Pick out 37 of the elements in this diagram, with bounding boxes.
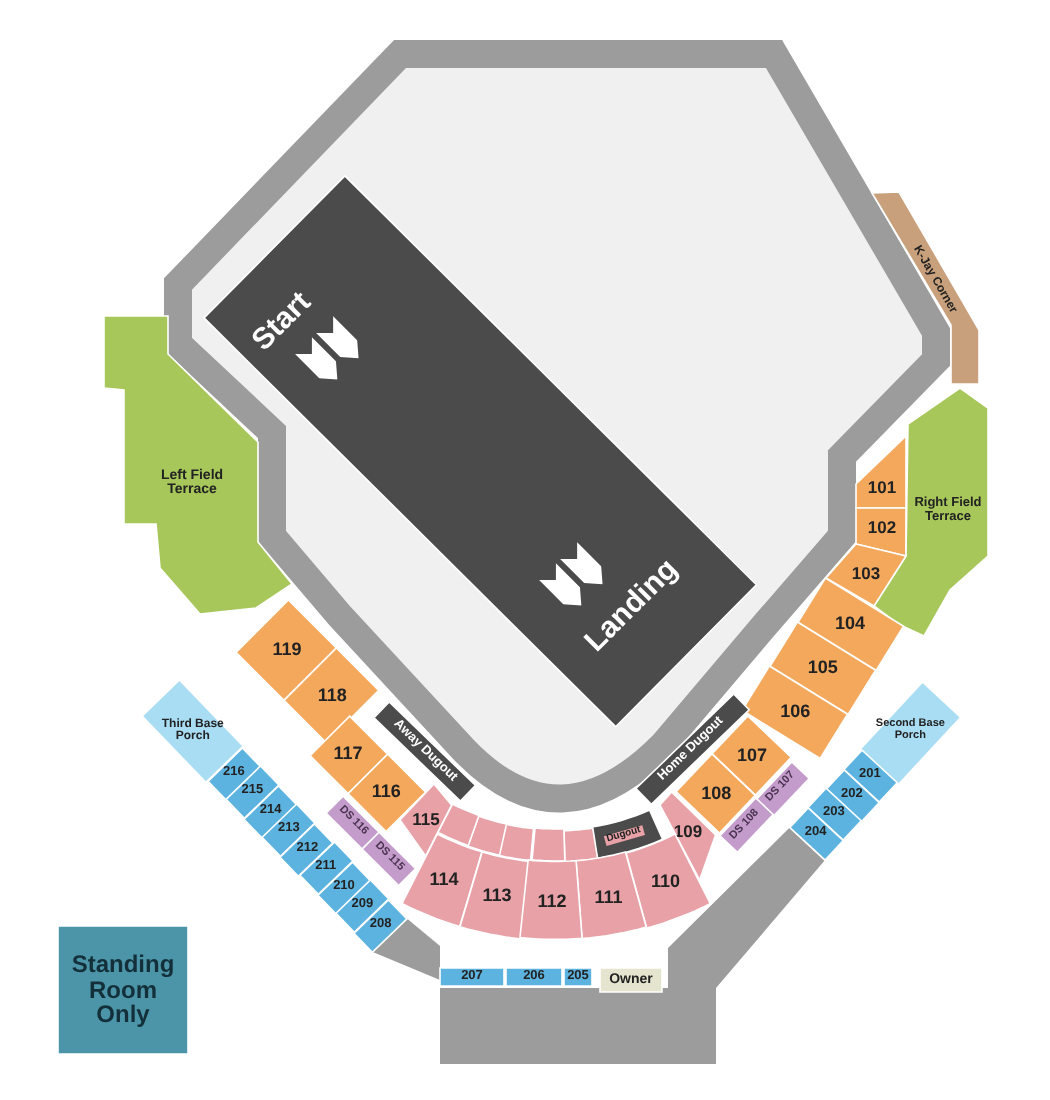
section-label: Standing Room Only	[69, 952, 177, 1028]
owner-section	[600, 968, 662, 992]
section-number: 119	[272, 641, 302, 661]
seating-section	[467, 816, 506, 856]
section-number: 113	[482, 886, 512, 906]
seating-section	[520, 860, 583, 940]
section-number: 107	[736, 746, 767, 766]
seating-section	[789, 808, 843, 861]
section-number: 105	[807, 658, 838, 678]
section-number: 109	[673, 823, 703, 841]
section-number: 108	[701, 784, 732, 804]
seating-section	[797, 577, 903, 671]
seating-section	[354, 899, 408, 952]
section-number: 118	[317, 686, 347, 706]
section-number: 114	[429, 871, 459, 890]
section-number: 110	[650, 872, 680, 891]
seating-section	[856, 436, 906, 508]
section-number: 112	[537, 892, 567, 912]
seating-section	[401, 833, 482, 926]
seating-section	[826, 544, 906, 606]
section-number: 117	[333, 744, 363, 764]
section-number: 102	[867, 519, 897, 537]
seating-section	[437, 804, 479, 847]
section-number: 111	[594, 887, 623, 907]
seating-section	[459, 851, 529, 939]
suite-section	[719, 798, 773, 854]
section-number: 103	[851, 565, 881, 583]
section-number: 101	[867, 479, 897, 497]
section-number: 106	[780, 702, 811, 722]
standing-room-area	[58, 926, 188, 1054]
corner-seating-area	[871, 192, 978, 384]
section-number: 104	[834, 614, 865, 634]
section-number: 115	[412, 811, 440, 829]
seating-section	[440, 968, 504, 986]
seating-section	[576, 852, 647, 939]
section-number: 116	[371, 782, 401, 802]
seating-section	[506, 968, 562, 986]
